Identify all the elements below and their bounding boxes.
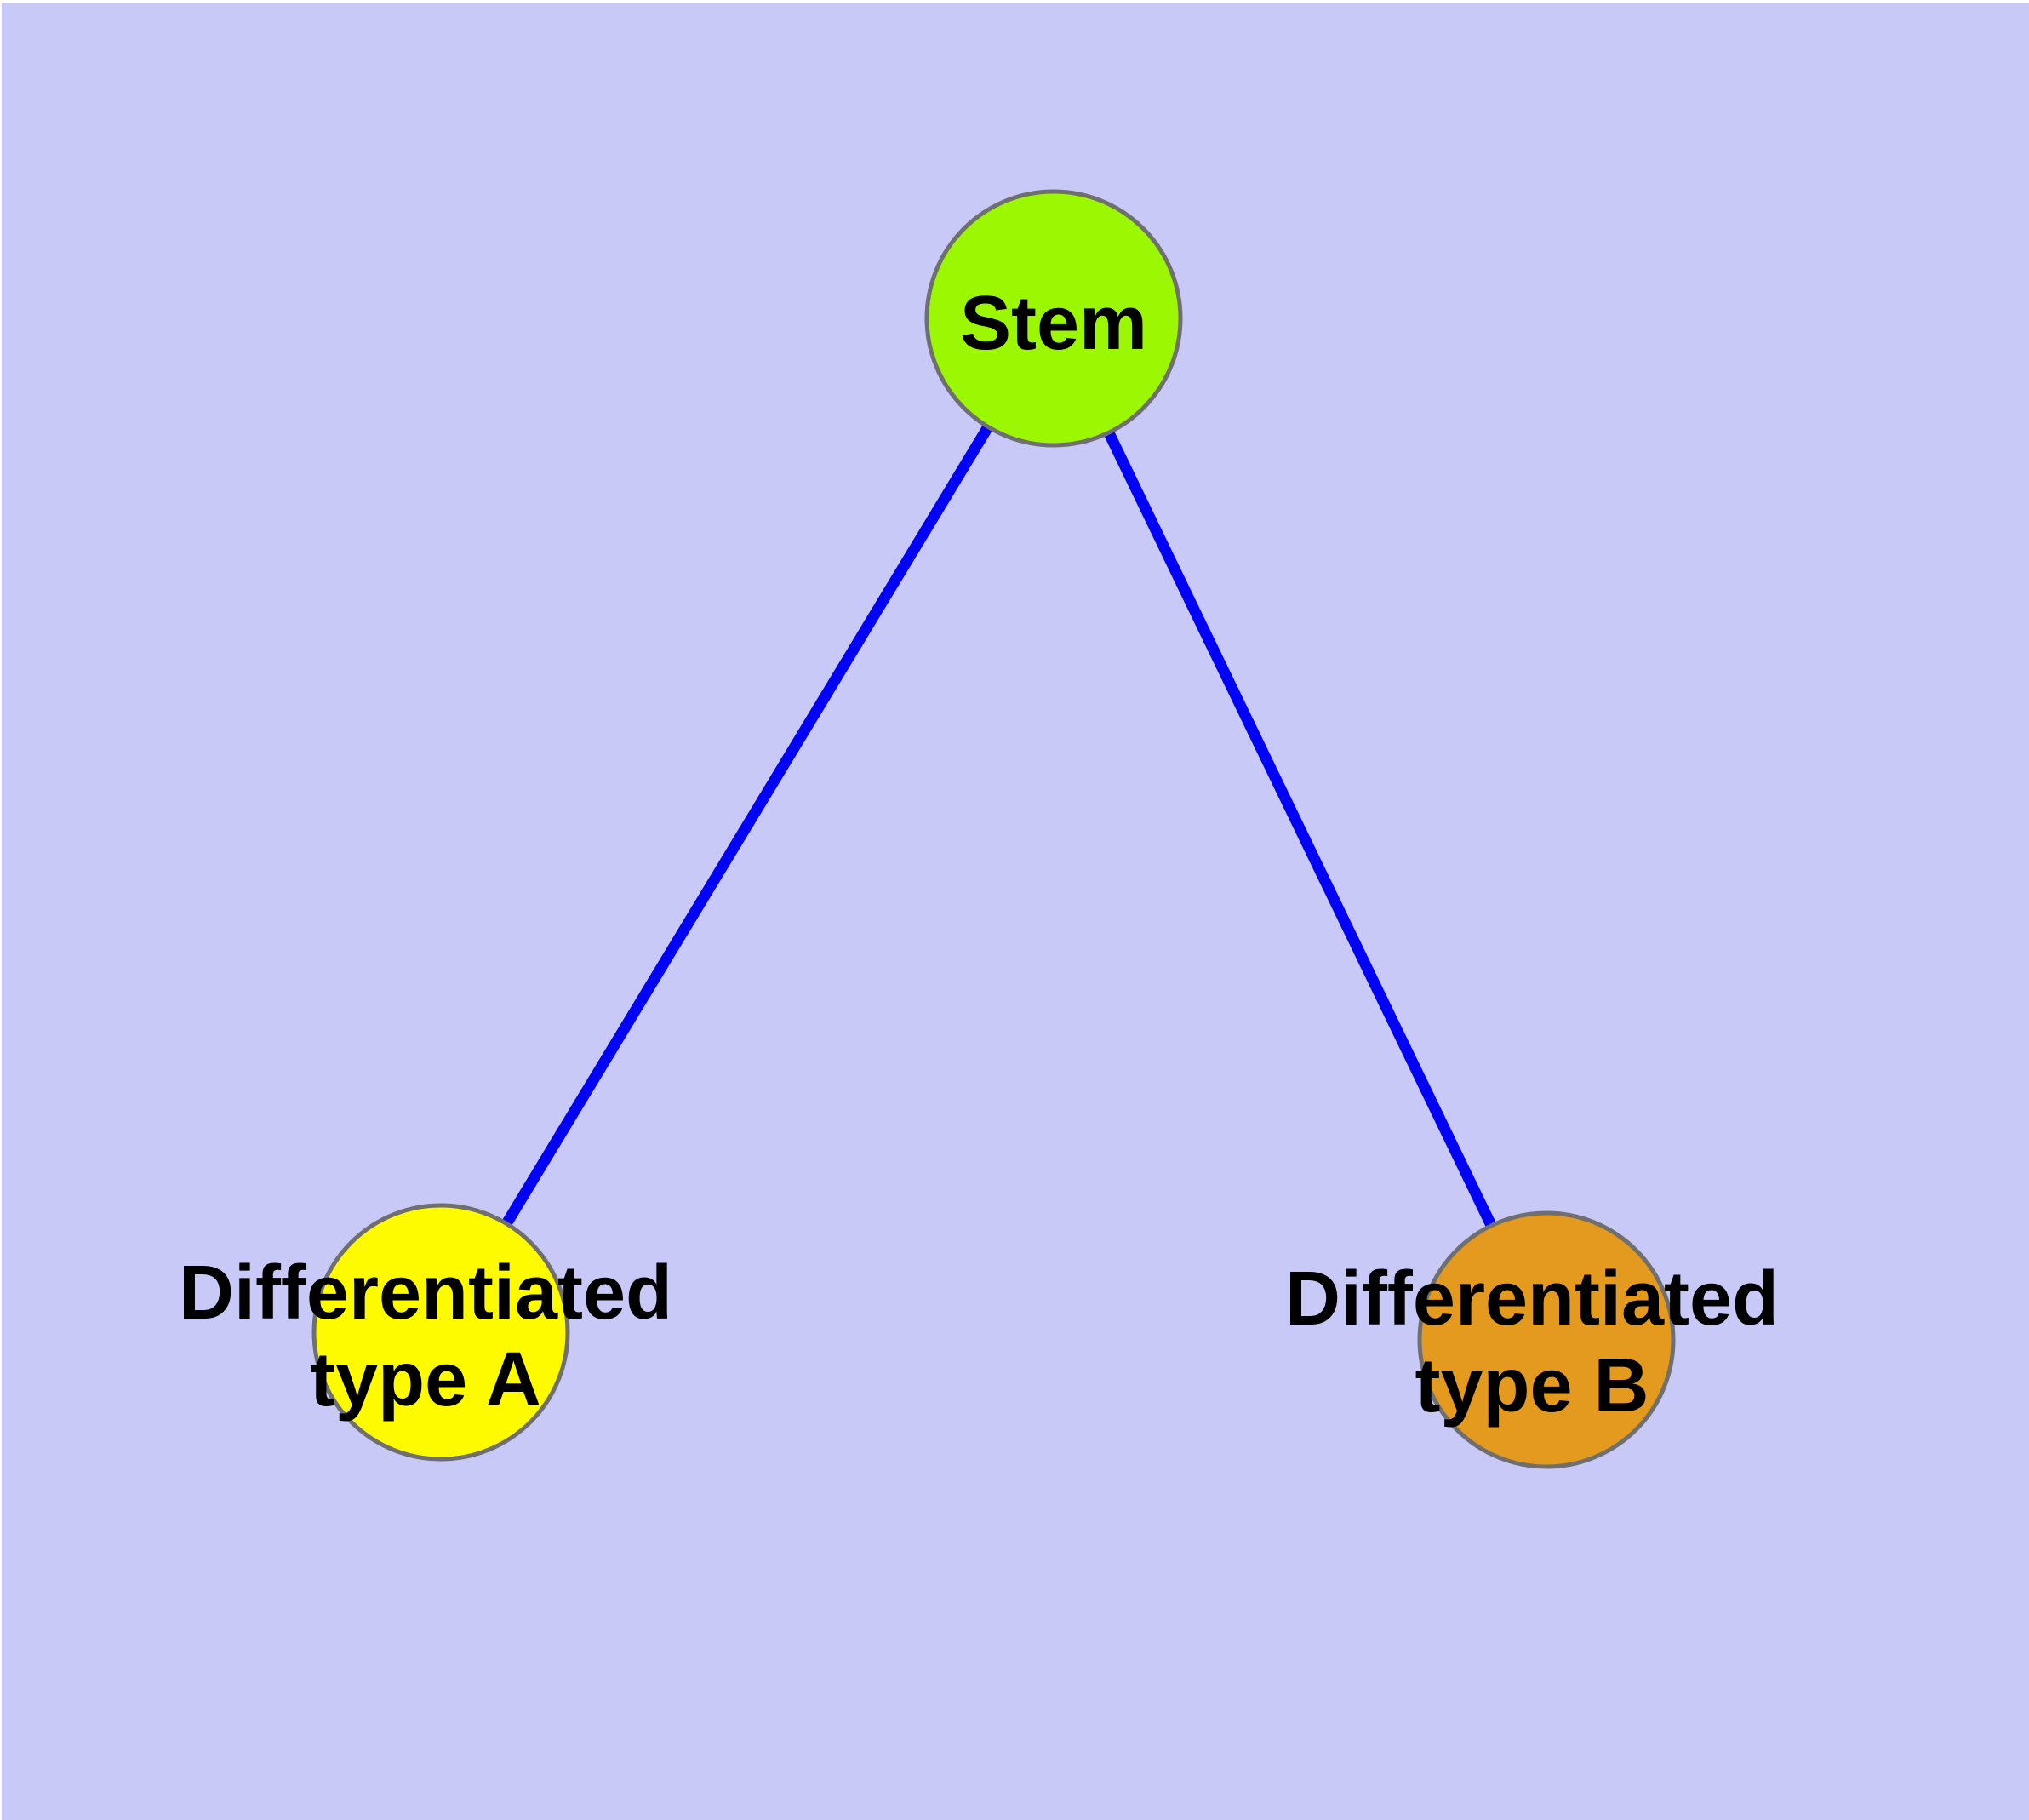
- type-a-node-label-line1: Differentiated: [179, 1251, 672, 1336]
- type-b-node-circle: [1417, 1210, 1676, 1469]
- stem-node-label: Stem: [960, 281, 1147, 366]
- type-b-node: Differentiated type B: [1285, 1210, 1779, 1469]
- type-a-node: Differentiated type A: [179, 1203, 672, 1462]
- edge-stem-to-type-b: [1049, 316, 1552, 1342]
- stem-node-circle: [924, 189, 1183, 448]
- stem-node: Stem: [924, 189, 1183, 448]
- type-a-node-circle: [311, 1203, 570, 1462]
- edge-stem-to-type-a: [436, 315, 1059, 1336]
- type-b-node-label-line2: type B: [1415, 1343, 1649, 1428]
- type-b-node-label-line1: Differentiated: [1285, 1256, 1779, 1342]
- type-a-node-label-line2: type A: [310, 1337, 541, 1422]
